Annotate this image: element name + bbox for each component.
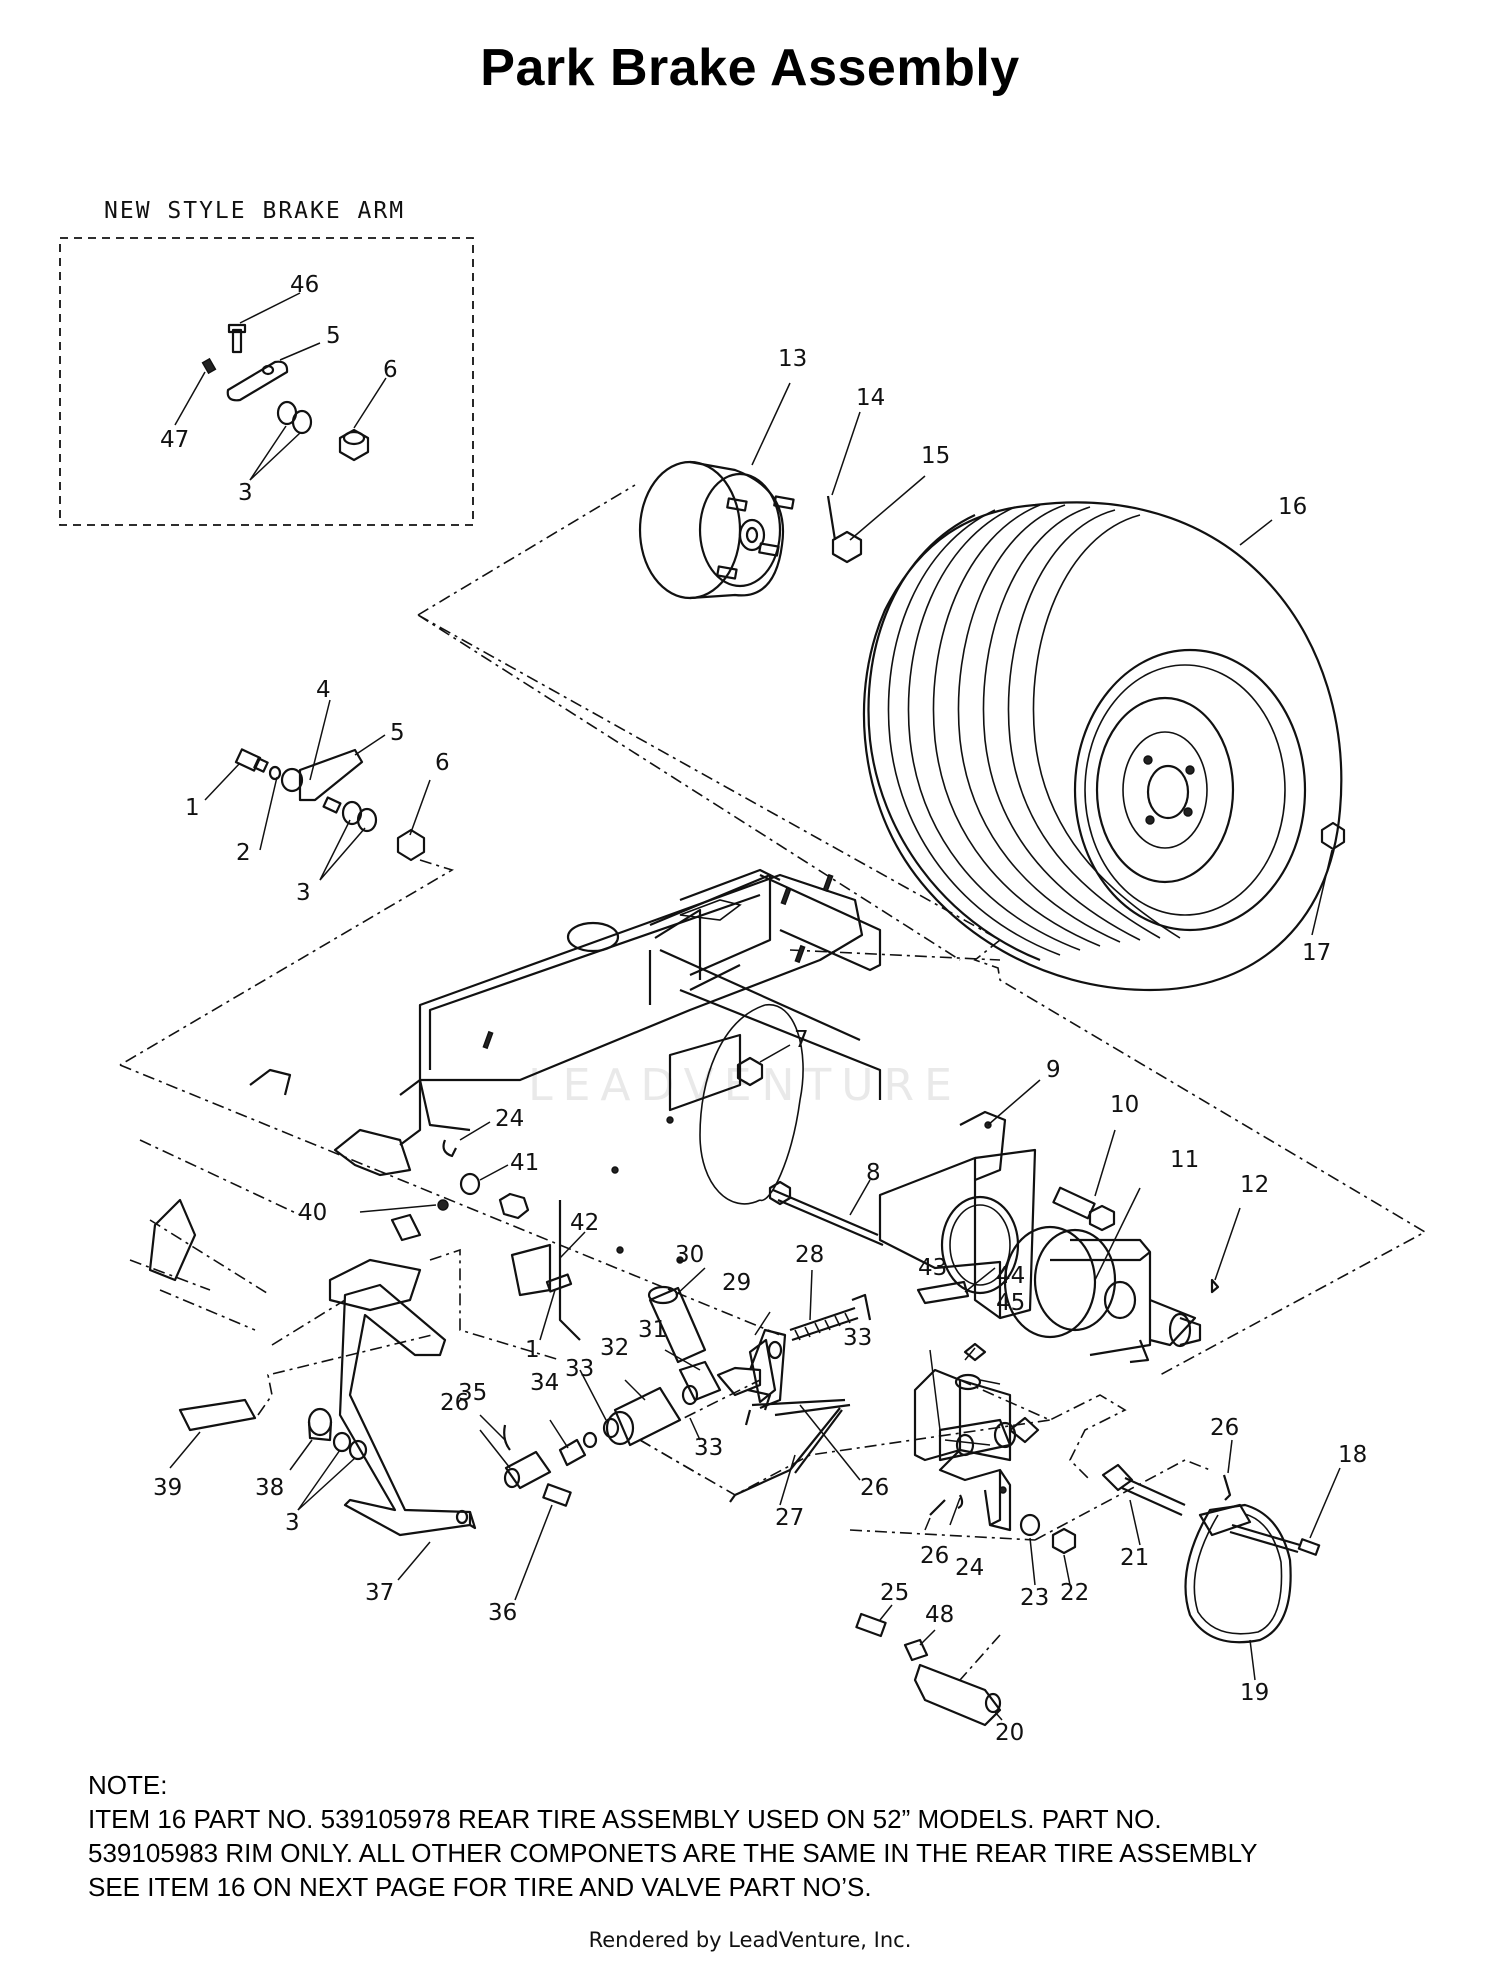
linkage-parts [479, 1267, 872, 1601]
note-block: NOTE: ITEM 16 PART NO. 539105978 REAR TI… [88, 1768, 1448, 1904]
frame-outline [119, 1064, 781, 1336]
callout-32: 32 [600, 1335, 629, 1361]
inset-brake-arm-parts [174, 292, 387, 481]
brake-arm-parts [119, 699, 454, 1066]
callout-30: 30 [675, 1242, 704, 1268]
note-line-1: ITEM 16 PART NO. 539105978 REAR TIRE ASS… [88, 1804, 1162, 1834]
callout-12: 12 [1240, 1172, 1269, 1198]
callout-40: 40 [298, 1200, 327, 1226]
callout-3-pedal: 3 [285, 1510, 300, 1536]
callout-31: 31 [638, 1317, 667, 1343]
note-heading: NOTE: [88, 1770, 168, 1800]
callout-3-top: 3 [296, 880, 311, 906]
callout-5: 5 [390, 720, 405, 746]
callout-16: 16 [1278, 494, 1307, 520]
callout-34: 34 [530, 1370, 559, 1396]
inset-frame [59, 237, 474, 526]
note-line-3: SEE ITEM 16 ON NEXT PAGE FOR TIRE AND VA… [88, 1872, 872, 1902]
callout-22: 22 [1060, 1580, 1089, 1606]
callout-45: 45 [996, 1290, 1025, 1316]
callout-24-top: 24 [495, 1106, 524, 1132]
callout-26-right: 26 [1210, 1415, 1239, 1441]
callout-5-inset: 5 [326, 323, 341, 349]
castle-nut-and-cotter-pin [826, 411, 926, 564]
brake-pedal-parts [169, 1283, 477, 1581]
callout-33-b: 33 [843, 1325, 872, 1351]
frame-bracket [399, 868, 882, 1341]
callout-38: 38 [255, 1475, 284, 1501]
callout-23: 23 [1020, 1585, 1049, 1611]
hub-assembly [638, 382, 795, 600]
callout-46-inset: 46 [290, 272, 319, 298]
callout-17: 17 [1302, 940, 1331, 966]
callout-42: 42 [570, 1210, 599, 1236]
page-title: Park Brake Assembly [480, 39, 1020, 97]
callout-4: 4 [316, 677, 331, 703]
callout-24-bottom: 24 [955, 1555, 984, 1581]
callout-35: 35 [458, 1380, 487, 1406]
callout-28: 28 [795, 1242, 824, 1268]
callout-25: 25 [880, 1580, 909, 1606]
callout-19: 19 [1240, 1680, 1269, 1706]
cable-clamp-parts [855, 1604, 1003, 1727]
lug-nut [1311, 821, 1346, 936]
callout-10: 10 [1110, 1092, 1139, 1118]
callout-37: 37 [365, 1580, 394, 1606]
footer-credit: Rendered by LeadVenture, Inc. [588, 1928, 912, 1952]
rear-tire-assembly [862, 501, 1343, 992]
callout-8: 8 [866, 1160, 881, 1186]
assembly-leader-lines [417, 484, 1427, 1376]
callout-47: 47 [160, 427, 189, 453]
callout-14: 14 [856, 385, 885, 411]
callout-33-c: 33 [694, 1435, 723, 1461]
band-brake-parts [1019, 1439, 1341, 1681]
callout-1-bottom: 1 [525, 1337, 540, 1363]
callout-20: 20 [995, 1720, 1024, 1746]
callout-26-lower: 26 [920, 1543, 949, 1569]
callout-44: 44 [996, 1263, 1025, 1289]
callout-29: 29 [722, 1270, 751, 1296]
callout-27: 27 [775, 1505, 804, 1531]
callout-1-top: 1 [185, 795, 200, 821]
callout-3-inset: 3 [238, 480, 253, 506]
callout-26-mid: 26 [860, 1475, 889, 1501]
callout-labels: 46 5 6 47 3 13 14 15 16 4 5 6 1 2 3 17 7… [153, 272, 1367, 1746]
note-line-2: 539105983 RIM ONLY. ALL OTHER COMPONETS … [88, 1838, 1258, 1868]
callout-39: 39 [153, 1475, 182, 1501]
brake-lever-bracket [849, 1267, 1211, 1541]
callout-26-left: 26 [440, 1390, 469, 1416]
callout-15: 15 [921, 443, 950, 469]
callout-13: 13 [778, 346, 807, 372]
callout-11: 11 [1170, 1147, 1199, 1173]
callout-43: 43 [918, 1255, 947, 1281]
callout-6-inset: 6 [383, 357, 398, 383]
callout-33-a: 33 [565, 1356, 594, 1382]
callout-7: 7 [794, 1027, 809, 1053]
callout-6: 6 [435, 750, 450, 776]
callout-41: 41 [510, 1150, 539, 1176]
callout-9: 9 [1046, 1057, 1061, 1083]
callout-48: 48 [925, 1602, 954, 1628]
callout-36: 36 [488, 1600, 517, 1626]
brake-rod-parts [639, 1398, 1051, 1506]
callout-18: 18 [1338, 1442, 1367, 1468]
callout-21: 21 [1120, 1545, 1149, 1571]
pivot-and-motor-parts [736, 1044, 1241, 1364]
inset-title: NEW STYLE BRAKE ARM [104, 198, 405, 224]
callout-2: 2 [236, 840, 251, 866]
spring-and-washer-parts [359, 1121, 586, 1361]
